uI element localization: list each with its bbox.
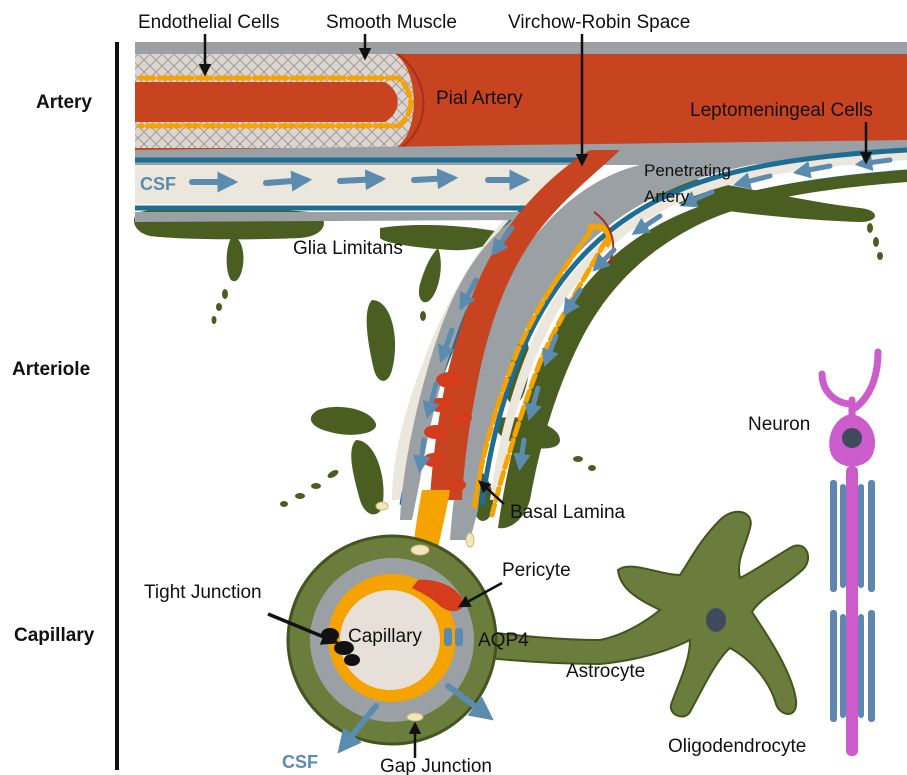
astrocyte-body — [470, 512, 808, 717]
neuron-axon — [846, 466, 858, 756]
level-label-capillary: Capillary — [14, 625, 95, 646]
pial-artery-lumen — [135, 82, 398, 122]
label-penetrating-line1: Penetrating — [644, 161, 731, 180]
label-pial-artery: Pial Artery — [436, 88, 523, 109]
astrocyte-nucleus — [706, 608, 726, 632]
label-astrocyte: Astrocyte — [566, 661, 645, 682]
label-csf-bottom: CSF — [282, 752, 318, 772]
label-neuron: Neuron — [748, 414, 810, 435]
label-pericyte: Pericyte — [502, 560, 571, 581]
label-glia-limitans: Glia Limitans — [293, 238, 403, 259]
label-oligodendrocyte: Oligodendrocyte — [668, 736, 806, 757]
label-capillary: Capillary — [348, 626, 422, 647]
label-csf-top: CSF — [140, 174, 176, 194]
label-aqp4: AQP4 — [478, 630, 529, 651]
label-penetrating-line2: Artery — [644, 187, 690, 206]
pia-top-layer — [135, 42, 907, 54]
neuron-dendrites — [822, 352, 878, 420]
label-smooth-muscle: Smooth Muscle — [326, 12, 457, 33]
label-leptomeningeal-cells: Leptomeningeal Cells — [690, 100, 873, 121]
label-virchow-robin: Virchow-Robin Space — [508, 12, 690, 33]
level-label-artery: Artery — [36, 92, 92, 113]
label-gap-junction: Gap Junction — [380, 756, 492, 775]
label-basal-lamina: Basal Lamina — [510, 502, 626, 523]
level-label-arteriole: Arteriole — [12, 359, 90, 380]
neuron-nucleus — [842, 428, 862, 448]
label-endothelial-cells: Endothelial Cells — [138, 12, 280, 33]
label-tight-junction: Tight Junction — [144, 582, 262, 603]
